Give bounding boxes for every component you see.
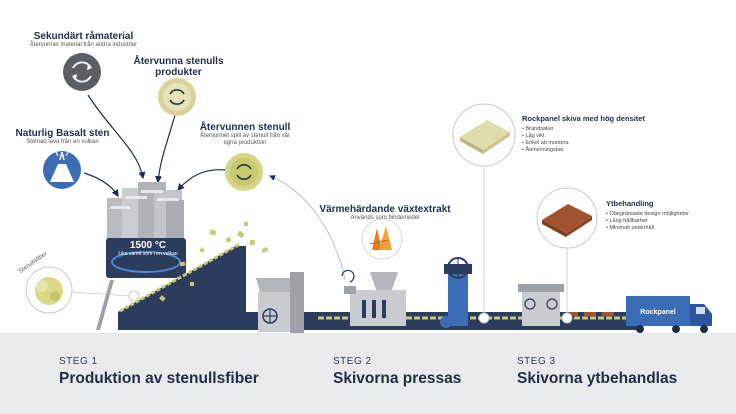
step-3: STEG 3 Skivorna ytbehandlas [517, 356, 677, 388]
surface-bullet: Lång hållbarhet [606, 218, 731, 225]
fiber-flakes [159, 222, 269, 302]
board-detail-icon [452, 103, 516, 324]
recycled-wool-label: Återvunnen stenull Återvunnet spill av s… [195, 122, 295, 147]
collection-chamber [256, 272, 304, 334]
basalt-volcano-icon [43, 149, 81, 189]
recycled-wool-title: Återvunnen stenull [199, 122, 291, 133]
step-3-name: Skivorna ytbehandlas [517, 370, 678, 387]
truck-brand-label: Rockpanel [640, 309, 675, 316]
steps-footer: STEG 1 Produktion av stenullsfiber STEG … [0, 333, 736, 414]
binder-extract-icon [361, 218, 403, 260]
inclined-conveyor [118, 246, 246, 330]
binder-subtitle: Används som bindemedel [350, 215, 420, 221]
coating-machine [518, 284, 614, 326]
press-machine [341, 269, 406, 326]
fiber-detail-icon [25, 266, 140, 314]
binder-title: Värmehärdande växtextrakt [319, 204, 451, 215]
arrow-recycle-loop [269, 175, 346, 281]
furnace-temperature-panel: 1500 °C Lika varmt som i en vulkan [111, 240, 185, 257]
secondary-material-label: Sekundärt råmaterial Återvunnet material… [16, 31, 151, 49]
recycled-products-title: Återvunna stenulls produkter [133, 56, 224, 78]
board-bullet: Återvinningsbar [522, 147, 672, 154]
secondary-subtitle: Återvunnet material från andra industrie… [29, 42, 138, 48]
recycled-wool-icon [225, 153, 263, 191]
surface-bullet: Obegränsade design möjligheter [606, 211, 731, 218]
secondary-title: Sekundärt råmaterial [33, 31, 134, 42]
basalt-label: Naturlig Basalt sten Stelnad lava från e… [10, 128, 115, 146]
board-title: Rockpanel skiva med hög densitet [522, 114, 645, 123]
press-tower [440, 257, 472, 328]
furnace-temperature: 1500 °C [129, 240, 167, 251]
binder-label: Värmehärdande växtextrakt Används som bi… [310, 204, 460, 222]
board-bullet: Låg vikt [522, 133, 672, 140]
delivery-truck [626, 296, 712, 333]
arrow-recycled-products [154, 114, 176, 184]
surface-bullets: Obegränsade design möjligheter Lång håll… [606, 211, 731, 232]
secondary-material-icon [63, 53, 101, 91]
step-1: STEG 1 Produktion av stenullsfiber [59, 356, 259, 388]
arrow-recycled-wool [177, 169, 226, 191]
basalt-subtitle: Stelnad lava från en vulkan [26, 139, 99, 145]
board-label: Rockpanel skiva med hög densitet Brandsä… [522, 113, 672, 154]
board-bullets: Brandsäker Låg vikt Enkel att montera Åt… [522, 126, 672, 154]
board-bullet: Enkel att montera [522, 140, 672, 147]
basalt-title: Naturlig Basalt sten [15, 128, 110, 139]
step-2-name: Skivorna pressas [333, 370, 462, 387]
finish-detail-icon [536, 187, 598, 324]
arrow-basalt [83, 172, 119, 198]
recycled-products-label: Återvunna stenulls produkter [131, 56, 226, 78]
surface-title: Ytbehandling [606, 199, 654, 208]
recycled-wool-subtitle: Återvunnet spill av stenull från vår egn… [199, 133, 291, 146]
arrow-secondary [87, 94, 146, 180]
furnace-note: Lika varmt som i en vulkan [118, 251, 178, 257]
step-1-kicker: STEG 1 [59, 356, 98, 367]
step-2: STEG 2 Skivorna pressas [333, 356, 461, 388]
board-bullet: Brandsäker [522, 126, 672, 133]
furnace-silos [96, 182, 188, 330]
step-3-kicker: STEG 3 [517, 356, 556, 367]
step-2-kicker: STEG 2 [333, 356, 372, 367]
step-1-name: Produktion av stenullsfiber [59, 370, 259, 387]
recycled-products-icon [158, 78, 196, 116]
surface-label: Ytbehandling Obegränsade design möjlighe… [606, 198, 731, 232]
surface-bullet: Minimalt underhåll [606, 225, 731, 232]
